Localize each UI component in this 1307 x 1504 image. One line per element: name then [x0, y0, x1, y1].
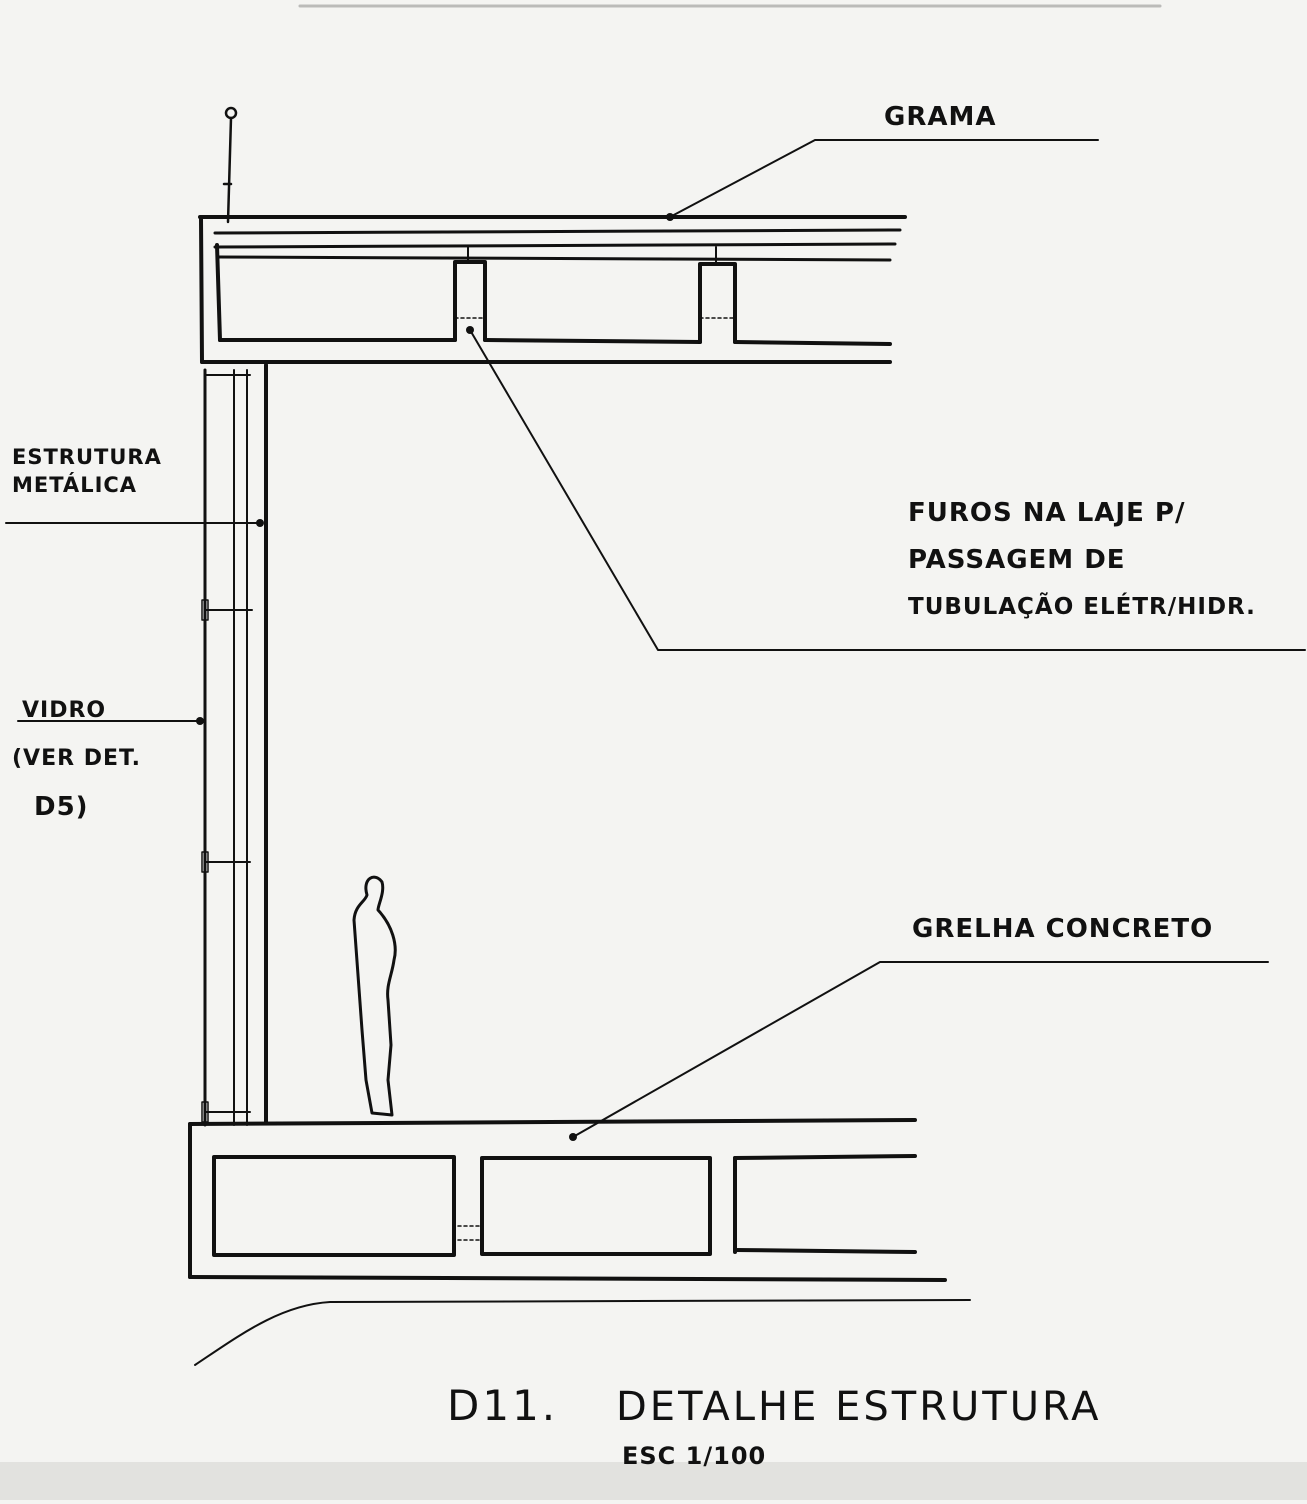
label-furos-line2: PASSAGEM DE: [908, 545, 1126, 575]
title-code: D11.: [447, 1381, 559, 1430]
title-scale: ESC 1/100: [622, 1442, 767, 1470]
human-figure: [352, 875, 397, 1117]
label-vidro-line1: VIDRO: [22, 698, 107, 723]
label-grama: GRAMA: [884, 102, 997, 132]
label-grelha: GRELHA CONCRETO: [912, 914, 1214, 944]
label-estrutura-line2: METÁLICA: [12, 473, 138, 498]
roof-slab: [198, 215, 907, 364]
label-estrutura-line1: ESTRUTURA: [12, 445, 162, 469]
label-vidro-line2: (VER DET.: [12, 746, 142, 771]
glass-wall: [201, 363, 268, 1127]
label-estrutura: ESTRUTURA METÁLICA: [12, 443, 162, 500]
ground-line: [194, 1299, 971, 1366]
label-vidro: VIDRO (VER DET. D5): [12, 687, 141, 831]
label-furos: FUROS NA LAJE P/ PASSAGEM DE TUBULAÇÃO E…: [908, 490, 1256, 631]
title-name: DETALHE ESTRUTURA: [616, 1384, 1102, 1430]
label-furos-line1: FUROS NA LAJE P/: [908, 498, 1186, 528]
concrete-grid: [188, 1118, 947, 1282]
label-vidro-line3: D5): [34, 792, 89, 822]
label-furos-line3: TUBULAÇÃO ELÉTR/HIDR.: [908, 594, 1256, 620]
leader-lines: [5, 139, 1306, 1141]
antenna-rod: [222, 106, 238, 224]
